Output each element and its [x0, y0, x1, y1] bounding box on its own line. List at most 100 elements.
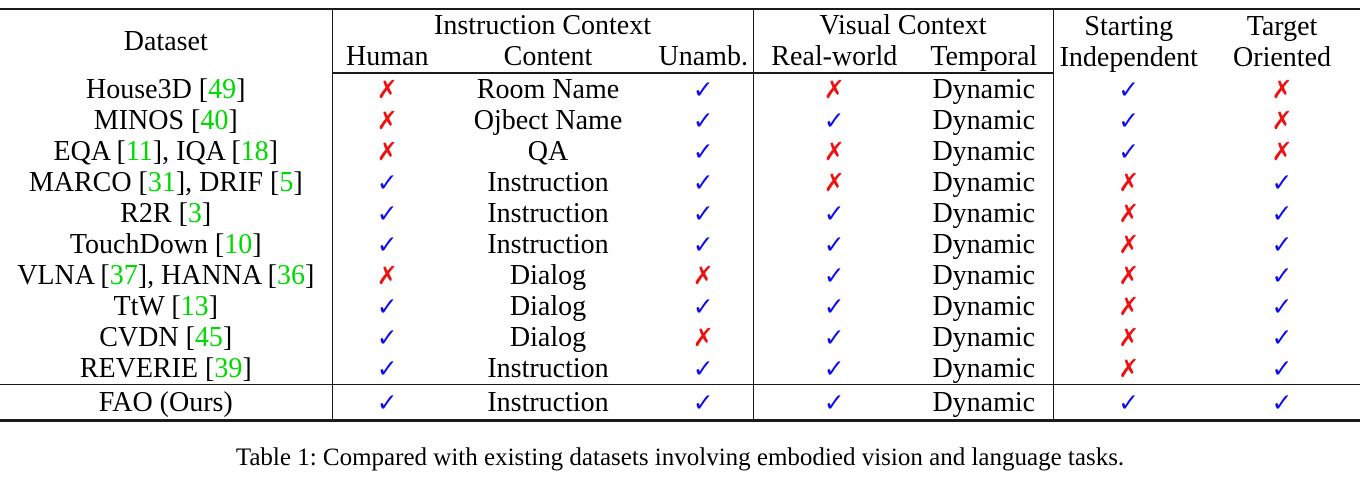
human-mark-cell: ✓ — [332, 322, 442, 353]
cross-icon: ✗ — [376, 261, 398, 290]
check-icon: ✓ — [1271, 292, 1293, 321]
real-world-mark-cell: ✓ — [753, 353, 915, 385]
cross-icon: ✗ — [1118, 199, 1140, 228]
cross-icon: ✗ — [1271, 106, 1293, 135]
dataset-name-text: ] — [208, 291, 218, 322]
column-header-content: Content — [442, 41, 654, 74]
table-row: VLNA [37], HANNA [36] ✗ Dialog ✗ ✓ Dynam… — [0, 260, 1360, 291]
starting-mark-cell: ✗ — [1053, 291, 1204, 322]
human-mark-cell: ✓ — [332, 229, 442, 260]
dataset-name-text: MINOS [ — [93, 105, 201, 136]
temporal-cell: Dynamic — [915, 73, 1054, 105]
check-icon: ✓ — [1118, 137, 1140, 166]
citation-ref: 10 — [224, 229, 253, 260]
check-icon: ✓ — [692, 387, 714, 417]
dataset-name-text: TouchDown [ — [69, 229, 225, 260]
dataset-name-text: ] — [222, 322, 233, 353]
real-world-mark-cell: ✓ — [753, 322, 915, 353]
unamb-mark-cell: ✓ — [654, 291, 754, 322]
dataset-name-text: FAO (Ours) — [98, 386, 233, 418]
starting-mark-cell: ✗ — [1053, 167, 1204, 198]
check-icon: ✓ — [376, 230, 398, 259]
human-mark-cell: ✓ — [332, 198, 442, 229]
dataset-name-cell: House3D [49] — [0, 73, 333, 105]
cross-icon: ✗ — [692, 323, 714, 352]
target-mark-cell: ✓ — [1204, 384, 1360, 421]
cross-icon: ✗ — [823, 137, 845, 166]
target-mark-cell: ✓ — [1204, 322, 1360, 353]
table-row-ours: FAO (Ours) ✓ Instruction ✓ ✓ Dynamic ✓ ✓ — [0, 384, 1360, 421]
starting-mark-cell: ✗ — [1053, 322, 1204, 353]
content-cell: Instruction — [487, 198, 609, 229]
cross-icon: ✗ — [1118, 323, 1140, 352]
dataset-name-text: CVDN [ — [99, 322, 195, 353]
header-line-oriented: Oriented — [1233, 41, 1331, 73]
check-icon: ✓ — [1271, 387, 1293, 417]
group-header-visual-context: Visual Context — [753, 9, 1054, 41]
check-icon: ✓ — [376, 354, 398, 383]
unamb-mark-cell: ✓ — [654, 229, 754, 260]
dataset-name-text: ] — [293, 167, 303, 198]
temporal-cell: Dynamic — [915, 105, 1054, 136]
check-icon: ✓ — [823, 323, 845, 352]
cross-icon: ✗ — [823, 75, 845, 104]
header-sub-row: Human Content Unamb. Real-world Temporal — [0, 41, 1360, 74]
starting-mark-cell: ✓ — [1053, 73, 1204, 105]
check-icon: ✓ — [376, 387, 398, 417]
human-mark-cell: ✓ — [332, 384, 442, 421]
dataset-name-cell: CVDN [45] — [0, 322, 333, 353]
table-row: CVDN [45] ✓ Dialog ✗ ✓ Dynamic ✗ ✓ — [0, 322, 1360, 353]
check-icon: ✓ — [692, 106, 714, 135]
check-icon: ✓ — [692, 292, 714, 321]
dataset-name-text: ] — [236, 73, 246, 105]
check-icon: ✓ — [376, 199, 398, 228]
cross-icon: ✗ — [1118, 261, 1140, 290]
dataset-name-text: ], DRIF [ — [175, 167, 280, 198]
table-body: House3D [49] ✗ Room Name ✓ ✗ Dynamic ✓ ✗… — [0, 73, 1360, 421]
table-row: EQA [11], IQA [18] ✗ QA ✓ ✗ Dynamic ✓ ✗ — [0, 136, 1360, 167]
starting-mark-cell: ✓ — [1053, 136, 1204, 167]
content-cell: Dialog — [509, 260, 587, 291]
column-header-starting-independent: Starting Independent — [1053, 9, 1204, 73]
citation-ref: 45 — [194, 322, 223, 353]
table-caption: Table 1: Compared with existing datasets… — [235, 444, 1125, 471]
real-world-mark-cell: ✓ — [753, 260, 915, 291]
check-icon: ✓ — [1271, 168, 1293, 197]
dataset-name-text: TtW [ — [113, 291, 181, 322]
dataset-name-text: ] — [242, 353, 252, 384]
real-world-mark-cell: ✓ — [753, 291, 915, 322]
citation-ref: 13 — [180, 291, 209, 322]
unamb-mark-cell: ✓ — [654, 73, 754, 105]
citation-ref: 18 — [240, 136, 269, 167]
dataset-name-text: VLNA [ — [17, 260, 110, 291]
content-cell: Dialog — [509, 322, 587, 353]
human-mark-cell: ✗ — [332, 105, 442, 136]
dataset-name-cell: EQA [11], IQA [18] — [0, 136, 333, 167]
dataset-comparison-table: Dataset Instruction Context Visual Conte… — [0, 8, 1360, 422]
citation-ref: 37 — [109, 260, 138, 291]
temporal-cell: Dynamic — [915, 229, 1054, 260]
column-header-unamb: Unamb. — [654, 41, 754, 74]
table-row: REVERIE [39] ✓ Instruction ✓ ✓ Dynamic ✗… — [0, 353, 1360, 385]
real-world-mark-cell: ✗ — [753, 167, 915, 198]
target-mark-cell: ✓ — [1204, 198, 1360, 229]
check-icon: ✓ — [692, 199, 714, 228]
real-world-mark-cell: ✗ — [753, 73, 915, 105]
check-icon: ✓ — [1271, 261, 1293, 290]
check-icon: ✓ — [823, 387, 845, 417]
column-header-real-world: Real-world — [753, 41, 916, 74]
check-icon: ✓ — [1118, 74, 1140, 104]
cross-icon: ✗ — [376, 106, 398, 135]
unamb-mark-cell: ✓ — [654, 167, 754, 198]
real-world-mark-cell: ✗ — [753, 136, 915, 167]
content-cell: Dialog — [509, 291, 587, 322]
real-world-mark-cell: ✓ — [753, 384, 916, 421]
temporal-cell: Dynamic — [915, 384, 1054, 421]
dataset-name-text: ] — [228, 105, 238, 136]
dataset-name-text: ] — [252, 229, 262, 260]
temporal-cell: Dynamic — [915, 198, 1054, 229]
human-mark-cell: ✗ — [332, 136, 442, 167]
dataset-name-text: ], IQA [ — [152, 136, 241, 167]
table-row: TouchDown [10] ✓ Instruction ✓ ✓ Dynamic… — [0, 229, 1360, 260]
check-icon: ✓ — [1271, 230, 1293, 259]
